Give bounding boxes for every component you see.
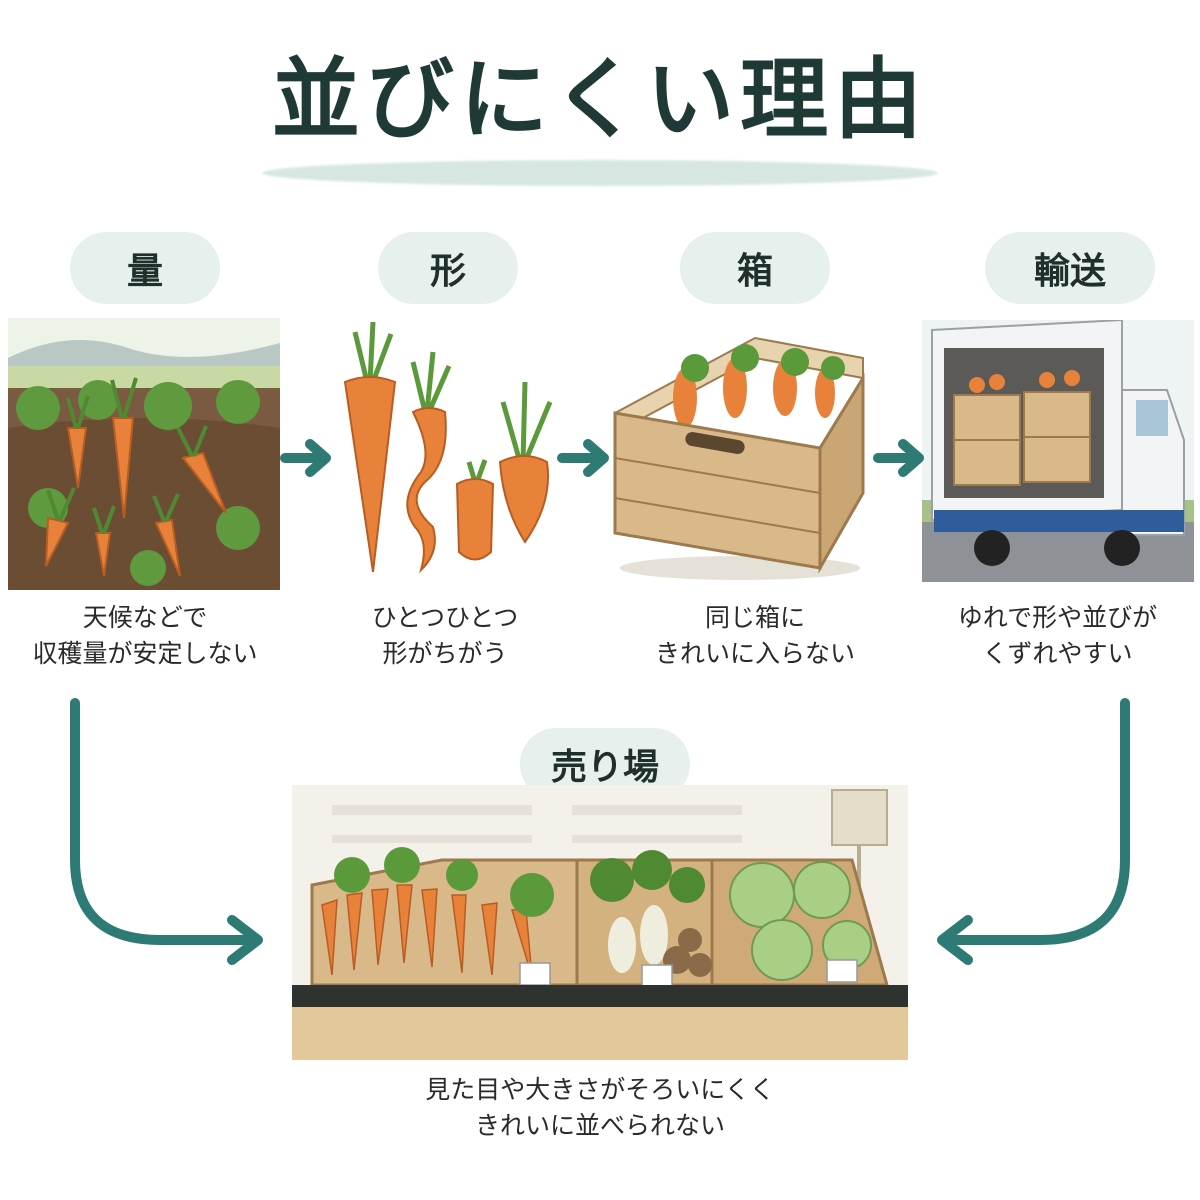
step-caption-shape: ひとつひとつ形がちがう xyxy=(371,603,519,668)
step-label-transport: 輸送 xyxy=(985,232,1155,304)
arrow-right-icon xyxy=(557,439,609,477)
step-caption-box: 同じ箱にきれいに入らない xyxy=(654,603,855,668)
step-label-box: 箱 xyxy=(680,232,830,304)
step-caption-transport: ゆれで形や並びがくずれやすい xyxy=(957,603,1158,668)
wooden-crate-illustration xyxy=(613,336,865,580)
step-caption-quantity: 天候などで収穫量が安定しない xyxy=(32,603,258,668)
arrow-right-icon xyxy=(227,915,263,965)
title-underline-brush xyxy=(262,160,938,186)
page-title: 並びにくい理由 xyxy=(271,48,929,151)
arrow-right-icon xyxy=(280,439,331,477)
misshapen-carrots-illustration xyxy=(343,321,553,574)
arrow-left-icon xyxy=(937,915,973,965)
arrow-right-icon xyxy=(873,439,924,477)
produce-display-illustration xyxy=(292,785,908,1060)
delivery-truck-illustration xyxy=(922,320,1194,582)
step-label-shape: 形 xyxy=(378,232,518,304)
store-caption: 見た目や大きさがそろいにくくきれいに並べられない xyxy=(425,1075,775,1140)
step-label-quantity: 量 xyxy=(70,232,220,304)
carrot-field-illustration xyxy=(8,318,280,590)
